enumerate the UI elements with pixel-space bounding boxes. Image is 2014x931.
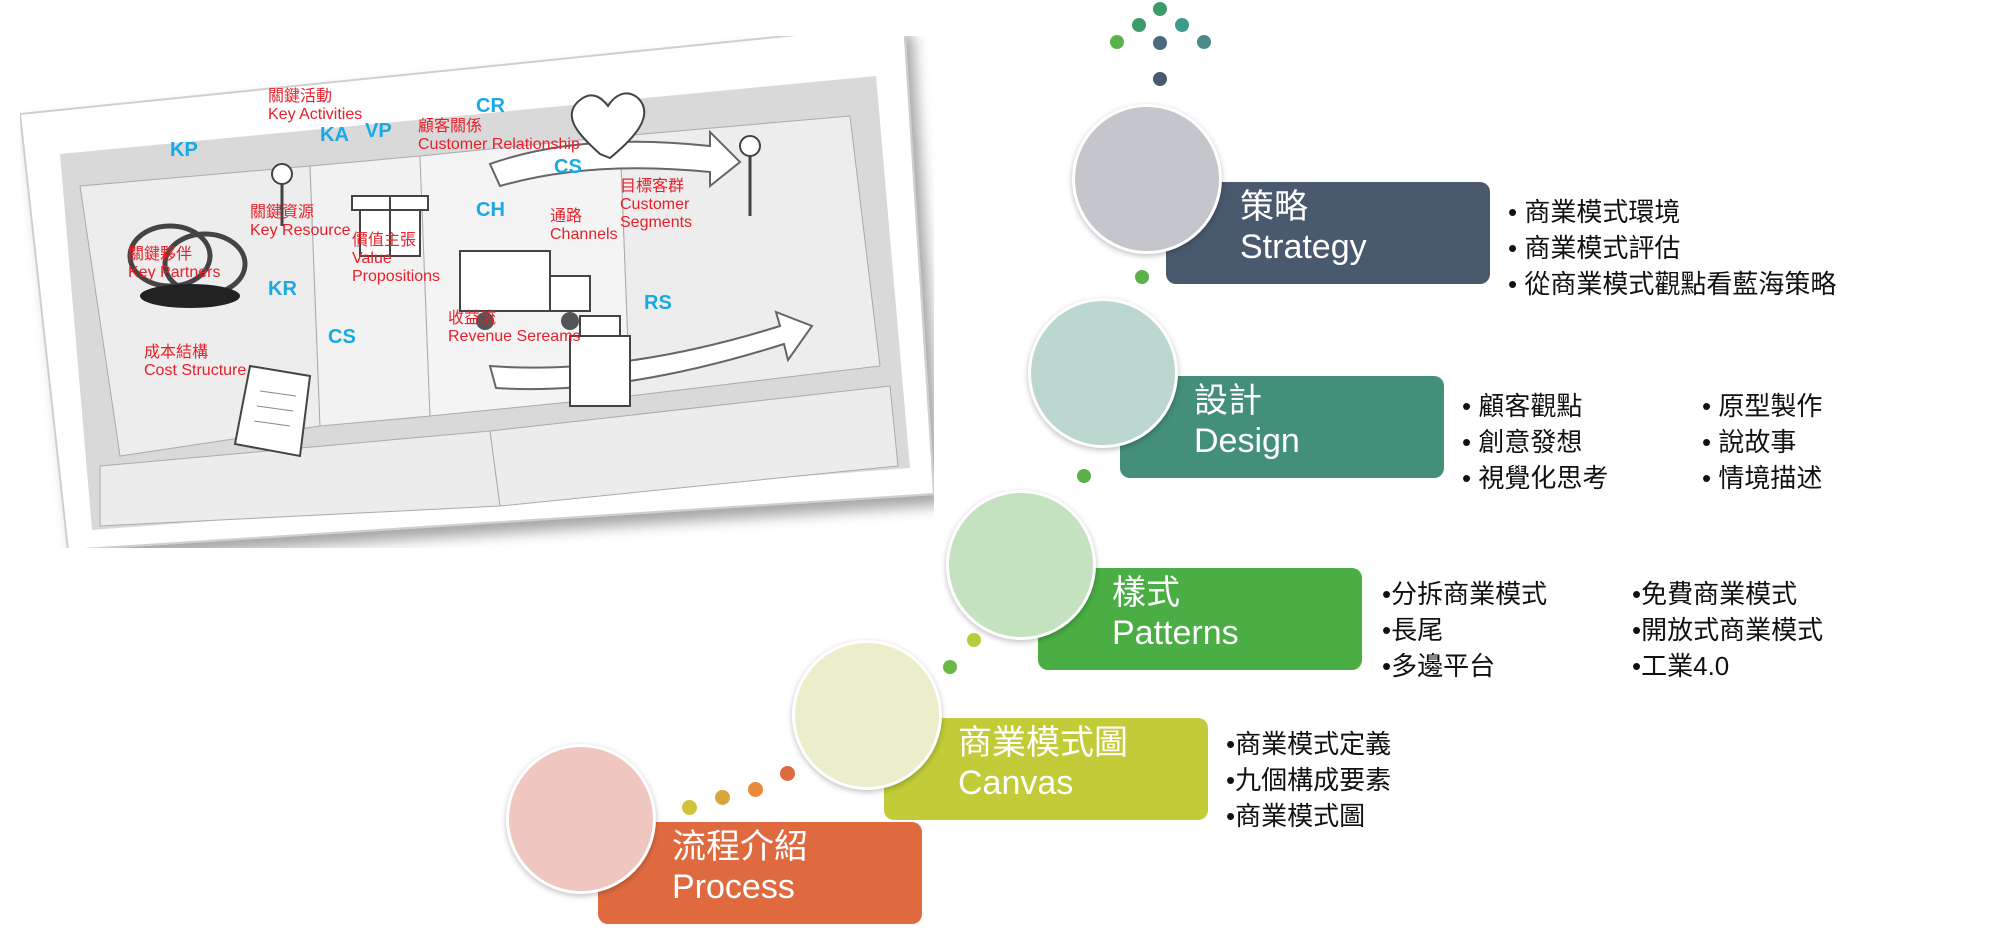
vp-en2: Propositions xyxy=(352,268,441,285)
list-item: •免費商業模式 xyxy=(1632,579,1798,609)
step-strategy-list: • 商業模式環境 • 商業模式評估 • 從商業模式觀點看藍海策略 xyxy=(1508,194,1836,302)
cost-zh: 成本結構 xyxy=(144,344,209,361)
cost-en: Cost Structure xyxy=(144,362,247,379)
step-canvas-en: Canvas xyxy=(958,764,1074,802)
list-item: • 情境描述 xyxy=(1702,463,1823,493)
step-canvas-list: •商業模式定義 •九個構成要素 •商業模式圖 xyxy=(1226,726,1391,834)
step-process-en: Process xyxy=(672,868,795,906)
ka-en: Key Activities xyxy=(268,106,363,123)
step-patterns-circle xyxy=(946,490,1096,640)
dot xyxy=(1153,36,1167,50)
step-patterns-band: 樣式 Patterns xyxy=(1038,568,1362,670)
cr-zh: 顧客關係 xyxy=(418,118,483,135)
ka-abbr: KA xyxy=(320,124,349,146)
dot xyxy=(715,790,730,805)
step-process-zh: 流程介紹 xyxy=(672,828,808,866)
kr-en: Key Resource xyxy=(250,222,351,239)
step-strategy-zh: 策略 xyxy=(1240,188,1308,226)
list-item: • 視覺化思考 xyxy=(1462,463,1609,493)
list-item: •工業4.0 xyxy=(1632,651,1730,681)
dot xyxy=(1175,18,1189,32)
dot xyxy=(1153,72,1167,86)
step-strategy-band: 策略 Strategy xyxy=(1166,182,1490,284)
list-item: •分拆商業模式 xyxy=(1382,579,1548,609)
cr-abbr: CR xyxy=(476,95,505,117)
step-patterns-list-1: •分拆商業模式 •長尾 •多邊平台 xyxy=(1382,576,1547,684)
vp-abbr: VP xyxy=(365,120,392,142)
ka-zh: 關鍵活動 xyxy=(268,88,333,105)
list-item: •商業模式圖 xyxy=(1226,801,1366,831)
ch-abbr: CH xyxy=(476,199,505,221)
step-patterns-list-2: •免費商業模式 •開放式商業模式 •工業4.0 xyxy=(1632,576,1823,684)
step-design-circle xyxy=(1028,298,1178,448)
list-item: •開放式商業模式 xyxy=(1632,615,1824,645)
list-item: • 創意發想 xyxy=(1462,427,1583,457)
step-canvas-circle xyxy=(792,640,942,790)
canvas-frame xyxy=(20,36,934,548)
dot xyxy=(1077,469,1091,483)
step-process-circle xyxy=(506,744,656,894)
cs-en: Customer xyxy=(620,196,690,213)
list-item: •九個構成要素 xyxy=(1226,765,1392,795)
list-item: •多邊平台 xyxy=(1382,651,1496,681)
dot xyxy=(748,782,763,797)
cr-en: Customer Relationship xyxy=(418,136,580,153)
list-item: • 商業模式評估 xyxy=(1508,233,1681,263)
step-patterns-zh: 樣式 xyxy=(1112,574,1180,612)
dot xyxy=(1132,18,1146,32)
list-item: • 原型製作 xyxy=(1702,391,1823,421)
vp-en: Value xyxy=(352,250,392,267)
business-model-canvas-image: KP 關鍵夥伴 Key Partners KA 關鍵活動 Key Activit… xyxy=(20,36,934,548)
step-design-zh: 設計 xyxy=(1194,382,1262,420)
cs-zh: 目標客群 xyxy=(620,178,685,195)
kr-zh: 關鍵資源 xyxy=(250,204,315,221)
step-patterns-en: Patterns xyxy=(1112,614,1239,652)
ch-zh: 通路 xyxy=(550,208,583,225)
rs-en: Revenue Sereams xyxy=(448,328,581,345)
kp-zh: 關鍵夥伴 xyxy=(128,246,193,263)
dot xyxy=(1197,35,1211,49)
vp-zh: 價值主張 xyxy=(352,232,417,249)
ch-en: Channels xyxy=(550,226,618,243)
dot xyxy=(780,766,795,781)
cost-abbr: CS xyxy=(328,326,356,348)
list-item: • 商業模式環境 xyxy=(1508,197,1681,227)
step-design-list-2: • 原型製作 • 說故事 • 情境描述 xyxy=(1702,388,1822,496)
kp-abbr: KP xyxy=(170,139,198,161)
step-process-band: 流程介紹 Process xyxy=(598,822,922,924)
list-item: •商業模式定義 xyxy=(1226,729,1392,759)
list-item: • 說故事 xyxy=(1702,427,1797,457)
step-design-en: Design xyxy=(1194,422,1300,460)
step-canvas-zh: 商業模式圖 xyxy=(958,724,1128,762)
step-design-list-1: • 顧客觀點 • 創意發想 • 視覺化思考 xyxy=(1462,388,1608,496)
list-item: •長尾 xyxy=(1382,615,1444,645)
step-strategy-circle xyxy=(1072,104,1222,254)
step-strategy-en: Strategy xyxy=(1240,228,1367,266)
kp-en: Key Partners xyxy=(128,264,221,281)
rs-zh: 收益流 xyxy=(448,310,497,327)
list-item: • 從商業模式觀點看藍海策略 xyxy=(1508,269,1837,299)
dot xyxy=(943,660,957,674)
dot xyxy=(1110,35,1124,49)
kr-abbr: KR xyxy=(268,278,297,300)
cs-en2: Segments xyxy=(620,214,693,231)
cs-abbr: CS xyxy=(554,156,582,178)
list-item: • 顧客觀點 xyxy=(1462,391,1583,421)
dot xyxy=(1135,270,1149,284)
dot xyxy=(682,800,697,815)
dot xyxy=(967,633,981,647)
rs-abbr: RS xyxy=(644,292,672,314)
dot xyxy=(1153,2,1167,16)
